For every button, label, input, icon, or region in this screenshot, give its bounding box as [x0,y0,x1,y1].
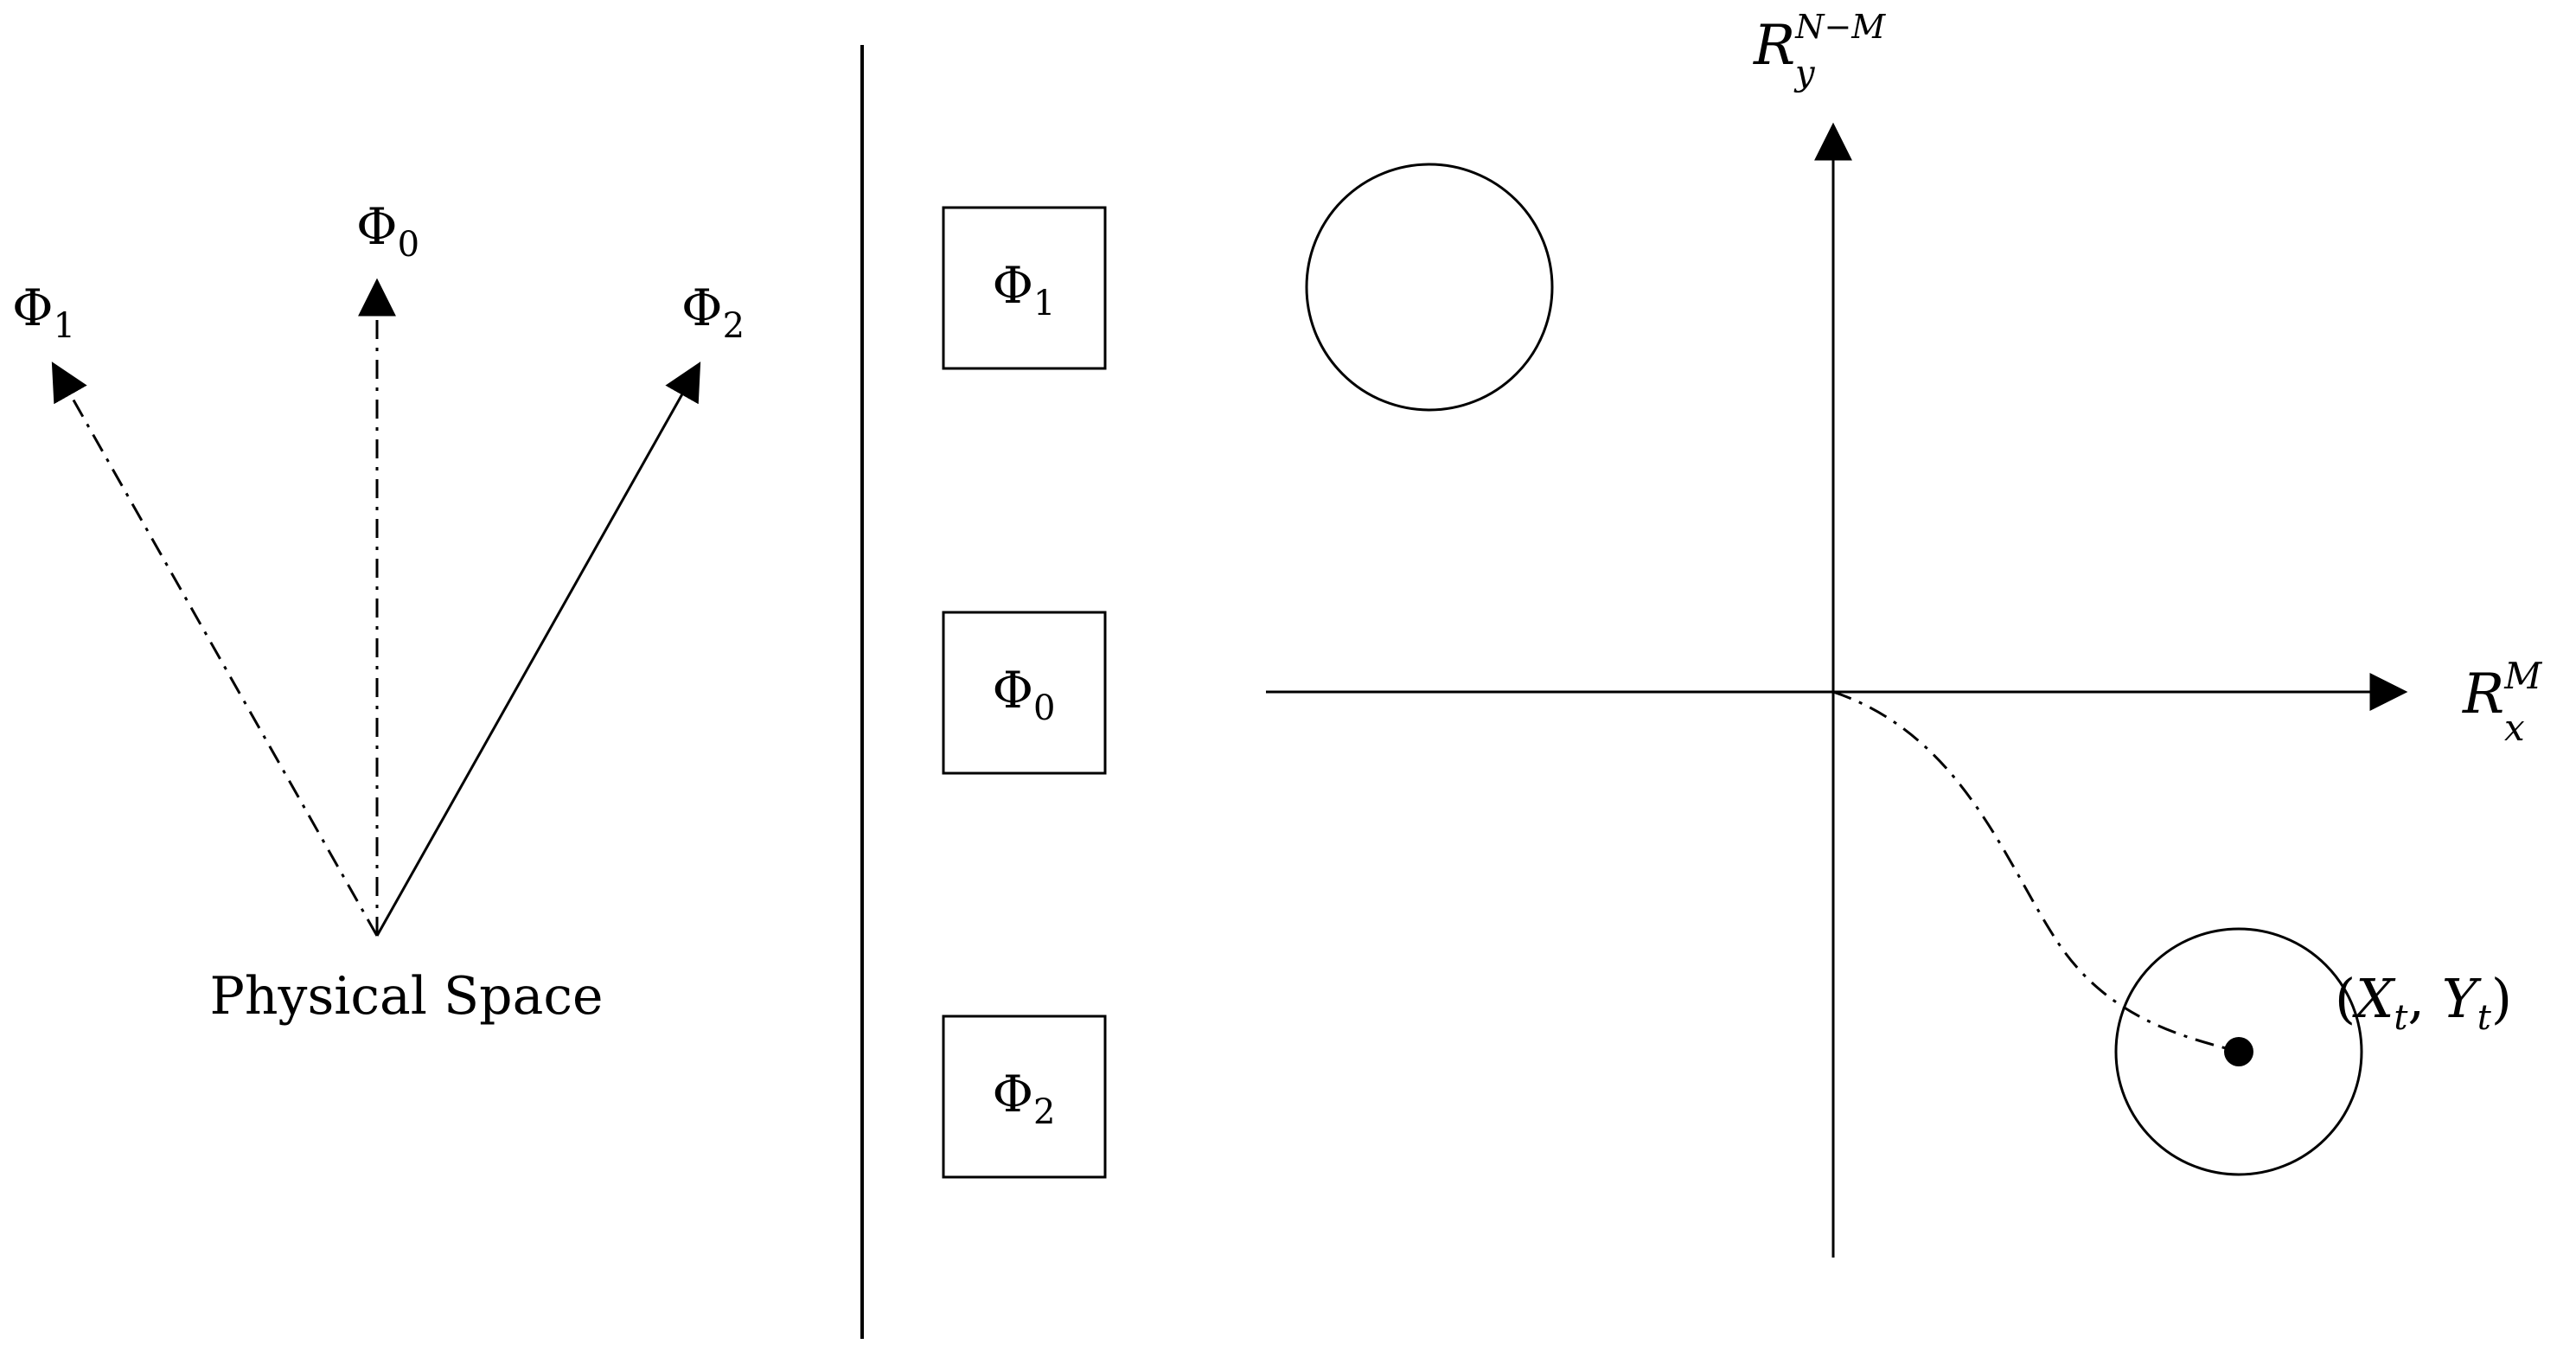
physical-space-panel: Φ1 Φ0 Φ2 Physical Space [12,197,745,1027]
physical-space-caption: Physical Space [210,966,604,1027]
point-label: (Xt, Yt) [2335,967,2512,1038]
box-phi2-label: Φ2 [992,1065,1055,1132]
lower-right-circle [2114,927,2363,1176]
vector-phi2-arrow [375,362,701,937]
vector-phi0-label: Φ0 [356,197,419,265]
trajectory-path [1832,690,2240,1053]
vector-phi1-arrow [51,362,379,937]
box-phi0-label: Φ0 [992,661,1055,728]
vector-phi1-label: Φ1 [12,278,75,346]
box-phi1: Φ1 [942,206,1107,370]
box-phi2: Φ2 [942,1015,1107,1179]
vector-phi2-label: Φ2 [681,278,745,346]
state-boxes: Φ1 Φ0 Φ2 [942,206,1107,1179]
current-state-point [2224,1037,2253,1066]
box-phi0: Φ0 [942,611,1107,775]
upper-left-circle [1305,163,1554,412]
box-phi1-label: Φ1 [992,256,1055,323]
